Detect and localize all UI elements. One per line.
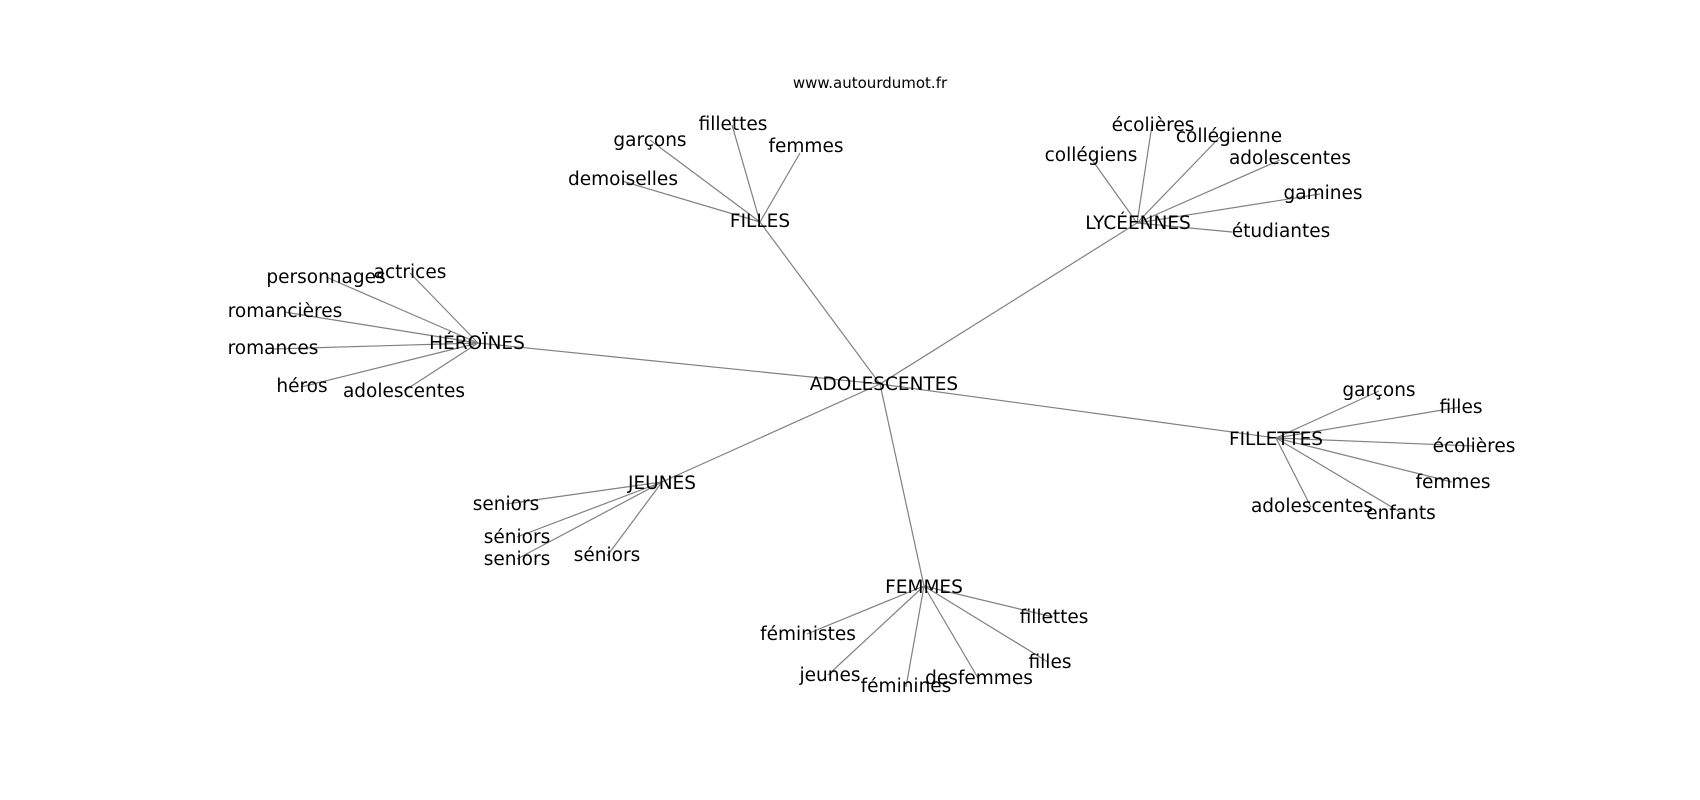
leaf-node-label[interactable]: romances	[228, 338, 319, 359]
leaf-node-label[interactable]: séniors	[574, 545, 640, 566]
edge-hub-to-leaf	[649, 139, 761, 223]
edge-hub-to-leaf	[923, 585, 1049, 663]
edge-hub-to-leaf	[1275, 437, 1474, 447]
leaf-node-label[interactable]: féminines	[861, 676, 952, 697]
edge-hub-to-leaf	[409, 272, 479, 344]
leaf-node-label[interactable]: fillettes	[1020, 607, 1089, 628]
edge-center-to-hub	[477, 342, 881, 385]
hub-node-label[interactable]: FILLES	[730, 211, 790, 232]
leaf-node-label[interactable]: adolescentes	[1251, 496, 1373, 517]
leaf-node-label[interactable]: actrices	[374, 262, 447, 283]
edge-center-to-hub	[661, 383, 881, 483]
leaf-node-label[interactable]: filles	[1440, 397, 1483, 418]
leaf-node-label[interactable]: femmes	[769, 136, 844, 157]
leaf-node-label[interactable]: adolescentes	[343, 381, 465, 402]
leaf-node-label[interactable]: garçons	[1342, 380, 1415, 401]
leaf-node-label[interactable]: adolescentes	[1229, 148, 1351, 169]
leaf-node-label[interactable]: étudiantes	[1232, 221, 1331, 242]
edge-hub-to-leaf	[1136, 159, 1281, 224]
leaf-node-label[interactable]: séniors	[484, 527, 550, 548]
edge-hub-to-leaf	[827, 585, 925, 676]
edge-hub-to-leaf	[516, 481, 663, 538]
edge-hub-to-leaf	[1275, 437, 1312, 508]
center-node-label[interactable]: ADOLESCENTES	[810, 374, 958, 395]
edge-center-to-hub	[879, 383, 1277, 439]
hub-node-label[interactable]: JEUNES	[627, 473, 696, 494]
leaf-node-label[interactable]: garçons	[613, 130, 686, 151]
edge-hub-to-leaf	[759, 152, 801, 223]
leaf-node-label[interactable]: seniors	[484, 549, 550, 570]
edge-hub-to-leaf	[325, 276, 479, 344]
hub-node-label[interactable]: FILLETTES	[1229, 429, 1323, 450]
leaf-node-label[interactable]: écolières	[1112, 115, 1195, 136]
edge-hub-to-leaf	[1136, 193, 1321, 224]
leaf-node-label[interactable]: seniors	[473, 494, 539, 515]
edge-center-to-hub	[879, 383, 925, 587]
edge-hub-to-leaf	[1136, 222, 1233, 233]
graph-labels: ADOLESCENTESFILLESgarçonsfillettesfemmes…	[228, 114, 1516, 697]
edge-hub-to-leaf	[300, 342, 479, 388]
edge-hub-to-leaf	[923, 585, 1054, 618]
leaf-node-label[interactable]: demoiselles	[568, 169, 678, 190]
leaf-node-label[interactable]: fillettes	[699, 114, 768, 135]
edge-hub-to-leaf	[271, 342, 479, 350]
leaf-node-label[interactable]: héros	[276, 376, 327, 397]
edge-hub-to-leaf	[1275, 390, 1380, 439]
leaf-node-label[interactable]: personnages	[266, 267, 385, 288]
edge-hub-to-leaf	[1275, 437, 1453, 483]
edge-hub-to-leaf	[1275, 437, 1401, 513]
hub-node-label[interactable]: FEMMES	[885, 577, 963, 598]
edge-center-to-hub	[879, 222, 1138, 385]
edge-hub-to-leaf	[606, 481, 663, 557]
edge-hub-to-leaf	[505, 481, 663, 505]
leaf-node-label[interactable]: desfemmes	[925, 668, 1033, 689]
edge-hub-to-leaf	[621, 180, 761, 223]
edge-hub-to-leaf	[1136, 136, 1221, 224]
leaf-node-label[interactable]: féministes	[760, 624, 856, 645]
edge-hub-to-leaf	[731, 124, 761, 223]
edge-center-to-hub	[759, 221, 881, 385]
edge-hub-to-leaf	[923, 585, 979, 679]
leaf-node-label[interactable]: gamines	[1284, 183, 1363, 204]
hub-node-label[interactable]: LYCÉENNES	[1085, 212, 1191, 234]
edge-hub-to-leaf	[283, 311, 479, 344]
leaf-node-label[interactable]: collégiens	[1045, 145, 1138, 166]
edge-hub-to-leaf	[905, 585, 925, 688]
edge-hub-to-leaf	[1275, 406, 1461, 439]
edge-hub-to-leaf	[403, 342, 479, 392]
hub-node-label[interactable]: HÉROÏNES	[429, 332, 525, 354]
leaf-node-label[interactable]: enfants	[1366, 503, 1436, 524]
leaf-node-label[interactable]: collégienne	[1176, 126, 1282, 147]
leaf-node-label[interactable]: écolières	[1433, 436, 1516, 457]
leaf-node-label[interactable]: romancières	[228, 301, 343, 322]
leaf-node-label[interactable]: femmes	[1416, 472, 1491, 493]
edge-hub-to-leaf	[516, 481, 663, 560]
site-watermark[interactable]: www.autourdumot.fr	[793, 74, 948, 92]
graph-edges	[271, 124, 1474, 688]
leaf-node-label[interactable]: filles	[1029, 652, 1072, 673]
edge-hub-to-leaf	[1136, 124, 1153, 224]
edge-hub-to-leaf	[806, 585, 925, 635]
leaf-node-label[interactable]: jeunes	[799, 665, 861, 686]
edge-hub-to-leaf	[1089, 156, 1138, 224]
